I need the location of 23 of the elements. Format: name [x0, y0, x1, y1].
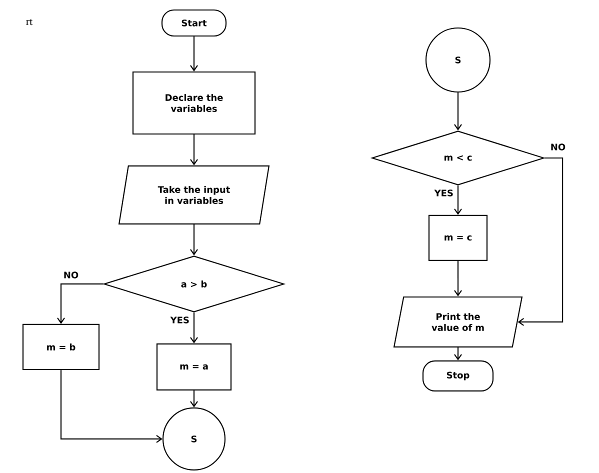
arrow [57, 283, 104, 324]
arrow [190, 134, 198, 166]
edge-label: YES [169, 316, 190, 324]
arrow [454, 92, 462, 130]
arrow [60, 370, 162, 443]
arrow [190, 312, 198, 344]
edge-label: NO [549, 142, 567, 152]
arrow [454, 186, 462, 215]
arrow [518, 157, 564, 326]
process-box: m = b [22, 324, 100, 370]
arrow [190, 36, 198, 72]
process-box: m = a [156, 343, 232, 391]
arrow [454, 261, 462, 296]
terminal-box: Start [161, 9, 227, 37]
edge-label: NO [62, 270, 80, 280]
arrow [190, 224, 198, 256]
terminal-box: Stop [422, 360, 494, 392]
arrow [454, 348, 462, 360]
process-box: Declare the variables [132, 71, 256, 135]
arrow [190, 390, 198, 408]
process-box: m = c [428, 214, 488, 262]
cut-off-text: rt [26, 18, 33, 26]
edge-label: YES [433, 188, 454, 198]
